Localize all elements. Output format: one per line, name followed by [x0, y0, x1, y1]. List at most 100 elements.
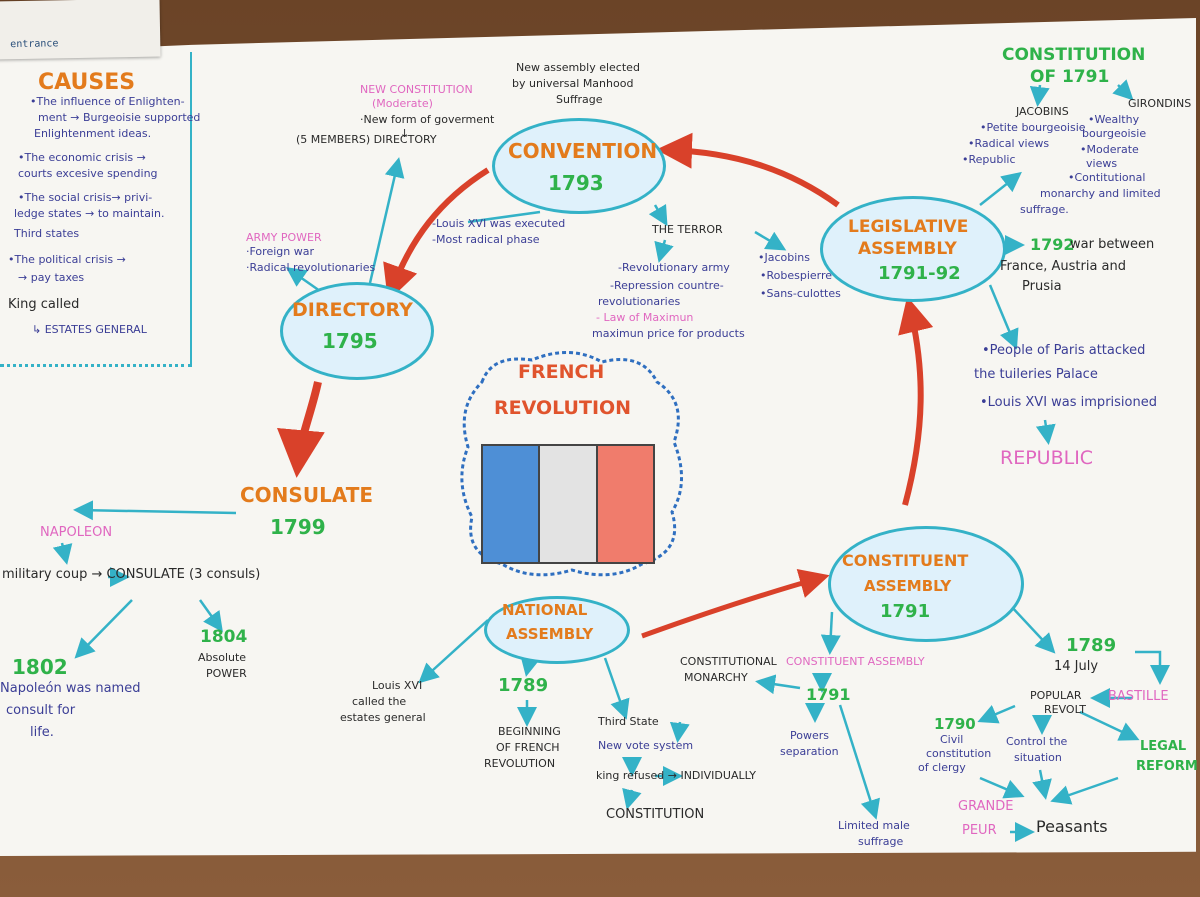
national-year: 1789	[498, 676, 548, 697]
causes-line: •The social crisis→ privi-	[18, 192, 152, 205]
constituent-year: 1791	[880, 602, 930, 623]
grande-peur: PEUR	[962, 824, 997, 839]
war-text: Prusia	[1022, 280, 1062, 295]
causes-line: •The economic crisis →	[18, 152, 146, 165]
louis-called: Louis XVI	[372, 680, 422, 693]
bastille: BASTILLE	[1108, 690, 1169, 705]
causes-line: ↳ ESTATES GENERAL	[32, 324, 147, 337]
directory-year: 1795	[322, 330, 378, 353]
louis-called: estates general	[340, 712, 426, 725]
legal-reform: LEGAL	[1140, 740, 1186, 755]
year-1802: 1802	[12, 656, 68, 679]
napoleon-named: Napoleón was named	[0, 682, 140, 697]
military-coup: military coup → CONSULATE (3 consuls)	[2, 568, 260, 583]
girondins-item: •Moderate	[1080, 144, 1139, 157]
suffrage: suffrage	[858, 836, 903, 849]
national-title-1: NATIONAL	[502, 602, 587, 619]
year-1804: 1804	[200, 628, 247, 648]
napoleon-named: consult for	[6, 704, 75, 719]
convention-note: New assembly elected	[516, 62, 640, 75]
army-power: ARMY POWER	[246, 232, 322, 245]
clergy: of clergy	[918, 762, 966, 775]
girondins-item: monarchy and limited	[1040, 188, 1161, 201]
jacobins-label: JACOBINS	[1016, 106, 1069, 119]
constituent-title-2: ASSEMBLY	[864, 578, 951, 595]
arrow-national-to-constituent	[642, 578, 820, 636]
convention-year: 1793	[548, 172, 604, 195]
control: Control the	[1006, 736, 1067, 749]
monarchy: CONSTITUTIONAL	[680, 656, 777, 669]
napoleon-label: NAPOLEON	[40, 526, 112, 541]
convention-bubble	[492, 118, 666, 214]
terror-item: revolutionaries	[598, 296, 680, 309]
army-item: ·Foreign war	[246, 246, 314, 259]
year-1791-small: 1791	[806, 686, 851, 704]
arrow-legislative-to-convention	[668, 150, 838, 205]
popular-revolt: REVOLT	[1044, 704, 1086, 717]
convention-title: CONVENTION	[508, 140, 657, 163]
year-1789-bastille: 1789	[1066, 636, 1116, 657]
constitution-1791-title: CONSTITUTION	[1002, 46, 1145, 66]
powers: Powers	[790, 730, 829, 743]
arrow-directory-to-consulate	[298, 382, 318, 462]
center-title-2: REVOLUTION	[494, 398, 631, 420]
control: situation	[1014, 752, 1062, 765]
powers: separation	[780, 746, 839, 759]
popular-revolt: POPULAR	[1030, 690, 1082, 703]
absolute-power: Absolute	[198, 652, 246, 665]
causes-line: •The political crisis →	[8, 254, 126, 267]
terror-item: -Repression countre-	[610, 280, 724, 293]
causes-line: ment → Burgeoisie supported	[38, 112, 200, 125]
napoleon-named: life.	[30, 726, 54, 741]
causes-line: •The influence of Enlighten-	[30, 96, 185, 109]
terror-item: -Revolutionary army	[618, 262, 730, 275]
directory-gov: ·New form of goverment	[360, 114, 494, 127]
directory-title: DIRECTORY	[292, 300, 413, 322]
war-text: France, Austria and	[1000, 260, 1126, 275]
king-refused: king refused → INDIVIDUALLY	[596, 770, 756, 783]
beginning-text: OF FRENCH	[496, 742, 560, 755]
group-item: •Jacobins	[758, 252, 810, 265]
vote-system: New vote system	[598, 740, 693, 753]
consulate-title: CONSULATE	[240, 484, 373, 507]
consulate-year: 1799	[270, 516, 326, 539]
jacobins-item: •Radical views	[968, 138, 1049, 151]
flag-blue-stripe	[483, 446, 540, 562]
convention-note: by universal Manhood	[512, 78, 633, 91]
monarchy: MONARCHY	[684, 672, 748, 685]
causes-title: CAUSES	[38, 70, 135, 95]
convention-fact: -Most radical phase	[432, 234, 540, 247]
constituent-title-1: CONSTITUENT	[842, 552, 968, 570]
directory-constitution: (Moderate)	[372, 98, 433, 111]
girondins-item: bourgeoisie	[1082, 128, 1146, 141]
constituent-label: CONSTITUENT ASSEMBLY	[786, 656, 925, 669]
center-title-1: FRENCH	[518, 362, 604, 384]
legal-reform: REFORM	[1136, 760, 1198, 775]
suffrage: Limited male	[838, 820, 910, 833]
jacobins-item: •Republic	[962, 154, 1016, 167]
french-flag	[481, 444, 655, 564]
flag-white-stripe	[540, 446, 597, 562]
girondins-label: GIRONDINS	[1128, 98, 1191, 111]
causes-line: King called	[8, 298, 79, 313]
peasants: Peasants	[1036, 818, 1108, 836]
third-state: Third State	[598, 716, 659, 729]
legislative-title-2: ASSEMBLY	[858, 240, 957, 260]
causes-line: Third states	[14, 228, 79, 241]
war-year: 1792	[1030, 236, 1075, 254]
causes-line: courts excesive spending	[18, 168, 158, 181]
clergy: constitution	[926, 748, 991, 761]
beginning-text: BEGINNING	[498, 726, 561, 739]
flag-red-stripe	[598, 446, 653, 562]
legislative-year: 1791-92	[878, 264, 961, 285]
national-title-2: ASSEMBLY	[506, 626, 593, 643]
girondins-item: views	[1086, 158, 1117, 171]
beginning-text: REVOLUTION	[484, 758, 555, 771]
arrow-constituent-to-legislative	[905, 308, 921, 505]
louis-imprisoned: •Louis XVI was imprisioned	[980, 396, 1157, 411]
people-paris: •People of Paris attacked	[982, 344, 1145, 359]
girondins-item: •Wealthy	[1088, 114, 1139, 127]
terror-label: THE TERROR	[652, 224, 723, 237]
convention-note: Suffrage	[556, 94, 603, 107]
year-1790: 1790	[934, 716, 976, 733]
